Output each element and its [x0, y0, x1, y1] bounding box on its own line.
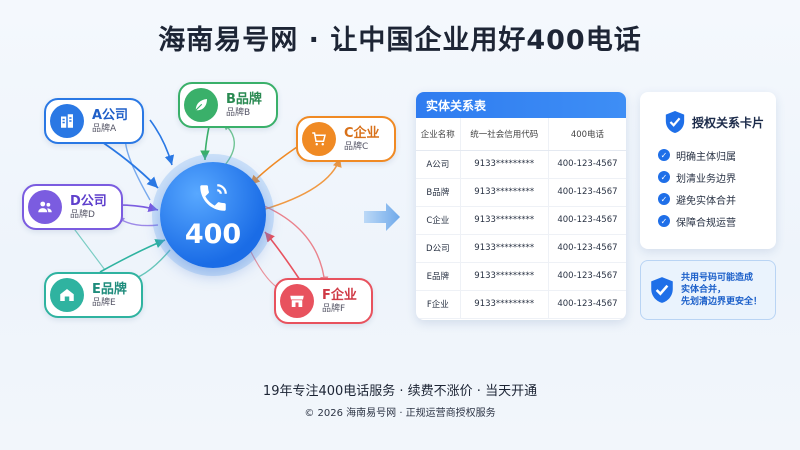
node-a-company: A公司 品牌A: [44, 98, 145, 144]
table-cell: 9133*********: [459, 206, 549, 235]
shield-check-icon: [665, 111, 685, 133]
table-cell: 9133*********: [459, 262, 549, 291]
node-name: D公司: [70, 193, 107, 209]
shield-check-icon: [651, 277, 673, 303]
warning-line: 先划清边界更安全！: [681, 297, 763, 307]
table-cell: E品牌: [416, 262, 461, 291]
node-sub: 品牌C: [344, 141, 369, 152]
warning-line: 共用号码可能造成: [681, 273, 754, 283]
check-icon: ✓: [658, 215, 670, 227]
table-row: C企业 9133********* 400-123-4567: [416, 206, 626, 235]
check-icon: ✓: [658, 171, 670, 183]
footer-copyright: © 2026 海南易号网 · 正规运营商授权服务: [304, 408, 496, 419]
node-name: E品牌: [92, 281, 127, 297]
node-b-brand: B品牌 品牌B: [178, 82, 278, 128]
table-row: E品牌 9133********* 400-123-4567: [416, 262, 626, 291]
authorization-card: 授权关系卡片 ✓ 明确主体归属 ✓ 划清业务边界 ✓ 避免实体合并 ✓ 保障合规…: [640, 92, 776, 249]
auth-item: ✓ 划清业务边界: [650, 166, 766, 188]
entity-relation-table-card: 实体关系表 企业名称 统一社会信用代码 400电话 A公司 9133******…: [416, 92, 626, 320]
auth-item: ✓ 避免实体合并: [650, 188, 766, 210]
node-sub: 品牌D: [70, 209, 95, 220]
node-name: B品牌: [226, 91, 262, 107]
table-cell: 400-123-4567: [547, 262, 626, 291]
table-cell: 400-123-4567: [547, 150, 626, 179]
table-cell: 9133*********: [459, 150, 549, 179]
node-c-enterprise: C企业 品牌C: [296, 116, 396, 162]
auth-item-label: 明确主体归属: [676, 151, 736, 163]
table-cell: 400-123-4567: [547, 290, 626, 319]
check-icon: ✓: [658, 149, 670, 161]
table-cell: 400-123-4567: [547, 234, 626, 263]
node-sub: 品牌A: [92, 123, 117, 134]
auth-item-label: 划清业务边界: [676, 173, 736, 185]
auth-item-label: 避免实体合并: [676, 195, 736, 207]
table-cell: 9133*********: [459, 290, 549, 319]
auth-item: ✓ 保障合规运营: [650, 210, 766, 232]
auth-card-title: 授权关系卡片: [692, 115, 765, 130]
table-cell: B品牌: [416, 178, 461, 207]
phone-icon: [200, 183, 227, 211]
arrow-right-icon: [364, 203, 400, 231]
node-f-enterprise: F企业 品牌F: [274, 278, 373, 324]
table-header: 统一社会信用代码: [459, 118, 549, 151]
node-sub: 品牌F: [322, 303, 346, 314]
home-icon: [50, 278, 84, 312]
table-cell: 400-123-4567: [547, 178, 626, 207]
leaf-icon: [184, 88, 218, 122]
page-title: 海南易号网 · 让中国企业用好400电话: [158, 25, 642, 56]
table-cell: 9133*********: [459, 234, 549, 263]
center-number: 400: [184, 218, 242, 250]
check-icon: ✓: [658, 193, 670, 205]
table-row: A公司 9133********* 400-123-4567: [416, 150, 626, 179]
table-title: 实体关系表: [416, 92, 626, 118]
entity-table: 企业名称 统一社会信用代码 400电话 A公司 9133********* 40…: [416, 118, 626, 319]
warning-card: 共用号码可能造成 实体合并， 先划清边界更安全！: [640, 260, 776, 320]
node-sub: 品牌B: [226, 107, 251, 118]
users-icon: [28, 190, 62, 224]
table-cell: 9133*********: [459, 178, 549, 207]
table-header: 400电话: [547, 118, 626, 151]
node-d-company: D公司 品牌D: [22, 184, 123, 230]
table-cell: C企业: [416, 206, 461, 235]
table-cell: A公司: [416, 150, 461, 179]
node-e-brand: E品牌 品牌E: [44, 272, 143, 318]
node-sub: 品牌E: [92, 297, 116, 308]
center-400-badge: 400: [160, 162, 266, 268]
table-cell: 400-123-4567: [547, 206, 626, 235]
table-cell: D公司: [416, 234, 461, 263]
table-row: F企业 9133********* 400-123-4567: [416, 290, 626, 319]
table-header: 企业名称: [416, 118, 461, 151]
auth-item: ✓ 明确主体归属: [650, 144, 766, 166]
cart-icon: [302, 122, 336, 156]
footer-tagline: 19年专注400电话服务 · 续费不涨价 · 当天开通: [262, 384, 538, 399]
table-row: B品牌 9133********* 400-123-4567: [416, 178, 626, 207]
table-row: D公司 9133********* 400-123-4567: [416, 234, 626, 263]
table-cell: F企业: [416, 290, 461, 319]
store-icon: [280, 284, 314, 318]
building-icon: [50, 104, 84, 138]
node-name: F企业: [322, 287, 357, 303]
auth-item-label: 保障合规运营: [676, 217, 736, 229]
node-name: A公司: [92, 107, 129, 123]
warning-line: 实体合并，: [681, 285, 727, 295]
node-name: C企业: [344, 125, 380, 141]
